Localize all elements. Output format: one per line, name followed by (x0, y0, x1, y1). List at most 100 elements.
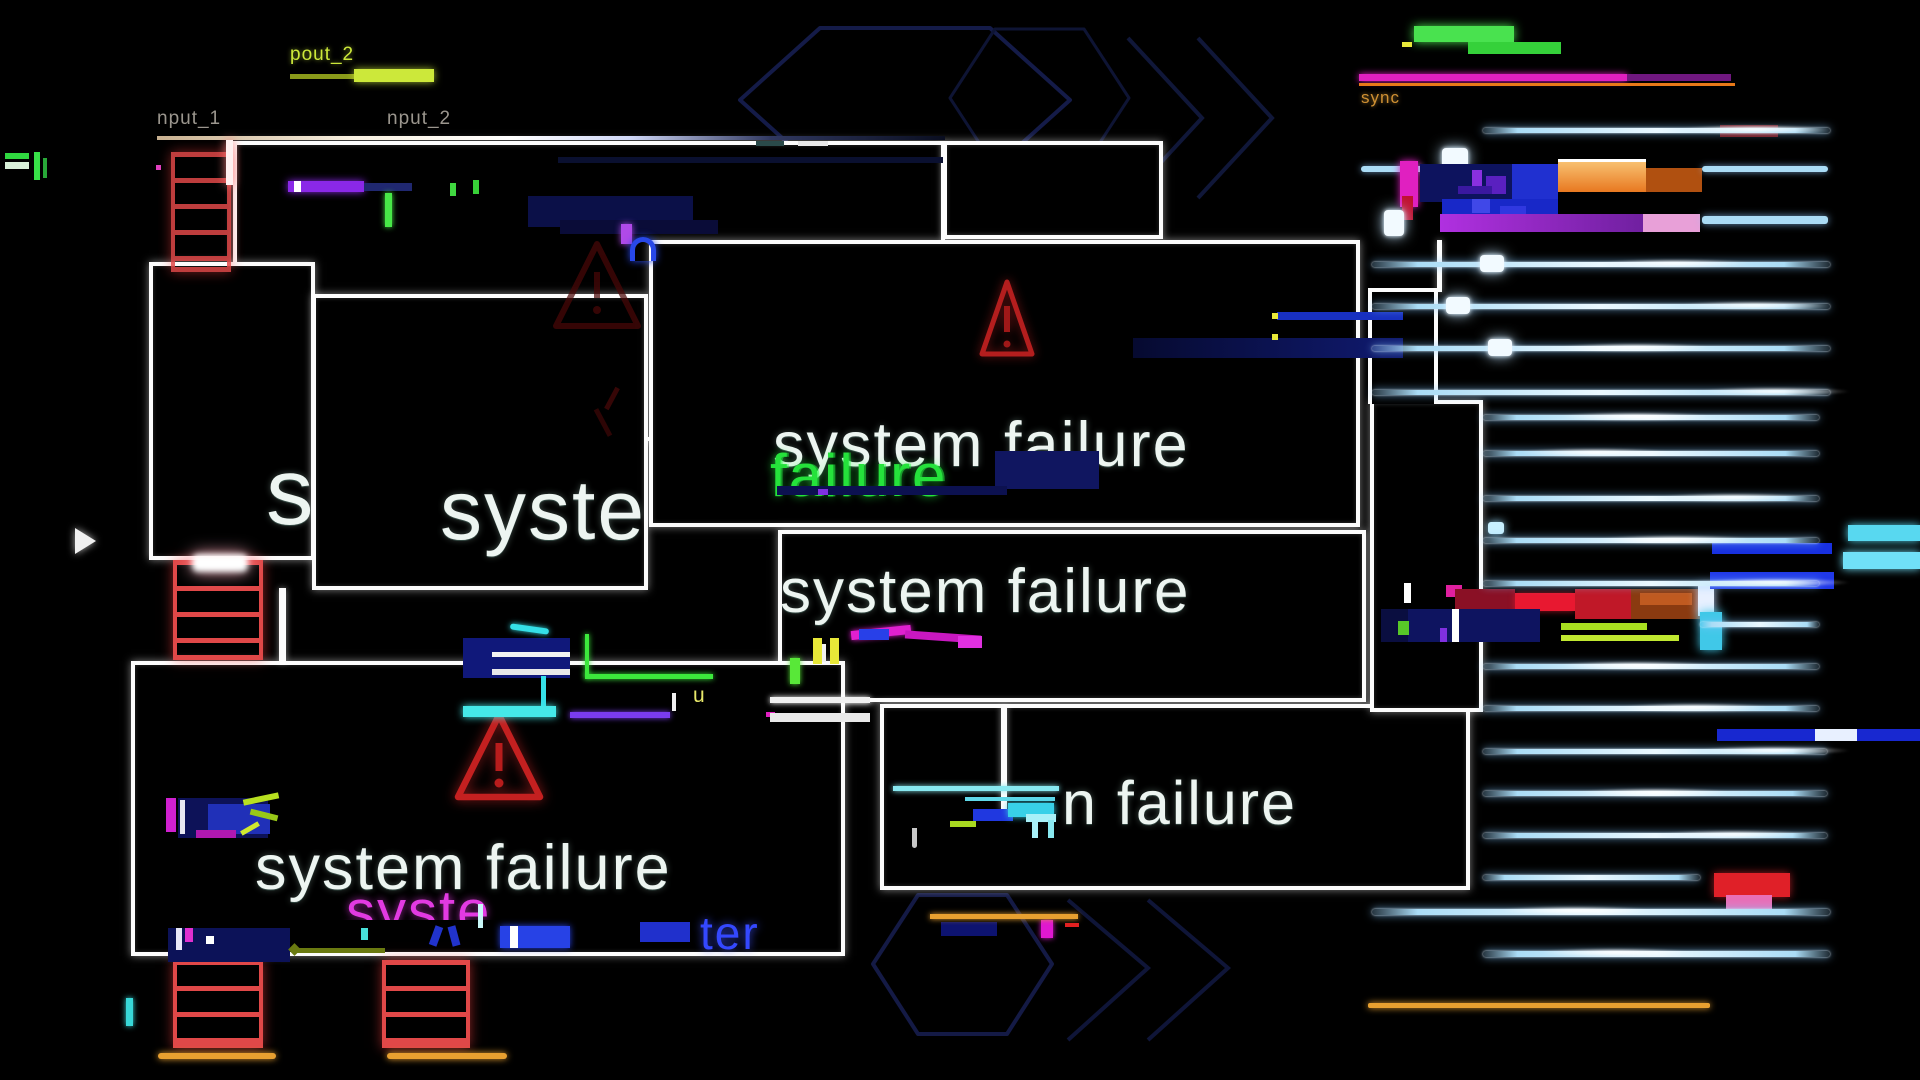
chevron-icon (1146, 898, 1232, 1042)
glitch-fragment (859, 629, 889, 640)
glitch-bar (1468, 42, 1561, 54)
glitch-bar (1414, 26, 1514, 42)
glitch-fragment (585, 634, 589, 678)
glitch-line (1361, 166, 1423, 172)
glitch-fragment (621, 224, 632, 244)
glitch-line (387, 1053, 507, 1059)
glitch-fragment (156, 165, 161, 170)
scanline-glow (1680, 125, 1830, 134)
glitch-fragment (492, 652, 570, 657)
play-button[interactable] (75, 528, 96, 554)
glitch-shadow-bar (558, 157, 943, 163)
scanline-node (1488, 339, 1512, 356)
chevron-icon (1196, 36, 1275, 200)
scanline-glow (1560, 343, 1710, 352)
error-window-d[interactable] (778, 530, 1366, 702)
glitch-block (1558, 162, 1646, 192)
glitch-fragment (813, 638, 822, 664)
glitch-fragment (1640, 593, 1692, 605)
glitch-arc (630, 237, 656, 261)
glitch-fragment (1440, 628, 1447, 642)
glitch-block (1008, 803, 1054, 817)
error-window-small[interactable] (943, 141, 1163, 239)
glitch-fragment (1815, 729, 1857, 741)
glitch-fragment (1488, 522, 1504, 534)
glitch-line (965, 797, 1055, 801)
glitch-fragment (818, 489, 828, 495)
glitch-text-u: u (693, 684, 707, 707)
glitch-block (1726, 895, 1772, 911)
glitch-fragment (478, 904, 483, 928)
glitch-fragment (1402, 42, 1412, 47)
glitch-fragment (1402, 196, 1413, 220)
label-input-1: nput_1 (157, 108, 222, 129)
scanline-glow (1620, 703, 1770, 712)
glitch-fragment (770, 697, 870, 703)
glitch-bar (1712, 543, 1832, 554)
glitch-fragment (1458, 186, 1492, 194)
error-window-f-text: system failure (255, 833, 672, 903)
scanline-glow (1520, 448, 1670, 457)
glitch-bar (364, 183, 412, 191)
glitch-block (1646, 168, 1702, 192)
glitch-line (570, 712, 670, 718)
scanline-glow (1660, 493, 1810, 502)
glitch-fragment (385, 193, 392, 227)
label-sync: sync (1361, 88, 1400, 107)
glitch-fragment (1272, 334, 1278, 340)
glitch-fragment (126, 998, 133, 1026)
label-input-2: nput_2 (387, 108, 452, 129)
scanline-node (1480, 255, 1504, 272)
hidden-window-text-fragment: s (266, 439, 316, 545)
label-pout-2: pout_2 (290, 44, 355, 65)
glitch-fragment (473, 180, 479, 194)
glitch-line (893, 786, 1059, 791)
glitch-bar (1359, 74, 1627, 81)
glitch-fragment (196, 830, 236, 838)
glitch-fragment (226, 140, 233, 185)
glitch-fragment (1404, 583, 1411, 603)
hexagon-outline (871, 893, 1054, 1036)
glitch-line (1359, 83, 1735, 86)
scanline (1700, 622, 1819, 627)
glitch-bar (1627, 74, 1731, 81)
glitch-block (973, 809, 1013, 821)
ladder-glitch (382, 960, 470, 1048)
glitch-line (1561, 635, 1679, 641)
glitch-block (995, 451, 1099, 489)
glitch-block (777, 486, 1007, 495)
chevron-icon (1066, 898, 1152, 1042)
warning-triangle-icon (979, 279, 1035, 357)
ladder-glitch (173, 560, 263, 660)
scanline-glow (1700, 578, 1850, 587)
glitch-bar (1277, 312, 1403, 320)
window-border-fragment (1001, 706, 1007, 810)
glitch-fragment (34, 152, 40, 180)
error-window-f-ghost-magenta: syste (346, 884, 492, 920)
glitch-node (1442, 148, 1468, 168)
glitch-block (560, 220, 718, 234)
glitch-fragment (185, 928, 193, 942)
warning-triangle-icon (454, 711, 544, 801)
scanline (1372, 390, 1830, 395)
glitch-fragment (830, 638, 839, 664)
error-window-b[interactable]: system failure (312, 294, 648, 590)
scanline (1483, 875, 1700, 880)
glitch-fragment (1472, 170, 1482, 194)
glitch-fragment (1400, 161, 1418, 207)
scanline (1483, 128, 1830, 133)
error-window-g-text: n failure (1062, 769, 1298, 837)
glitch-fragment (1698, 586, 1714, 616)
ladder-glitch (173, 960, 263, 1048)
glitch-bar (1133, 338, 1403, 358)
scanline-glow (1700, 387, 1850, 396)
scanline-glow (1600, 535, 1750, 544)
glitch-fragment (166, 798, 176, 832)
scanline (1483, 581, 1819, 586)
glitch-line (930, 914, 1078, 919)
glitch-fragment (1272, 313, 1278, 319)
error-window-f-ghost-blue: ter (700, 907, 760, 959)
error-window-right[interactable] (1370, 400, 1483, 712)
scanline-glow (1660, 830, 1810, 839)
glitch-fragment (492, 669, 570, 675)
